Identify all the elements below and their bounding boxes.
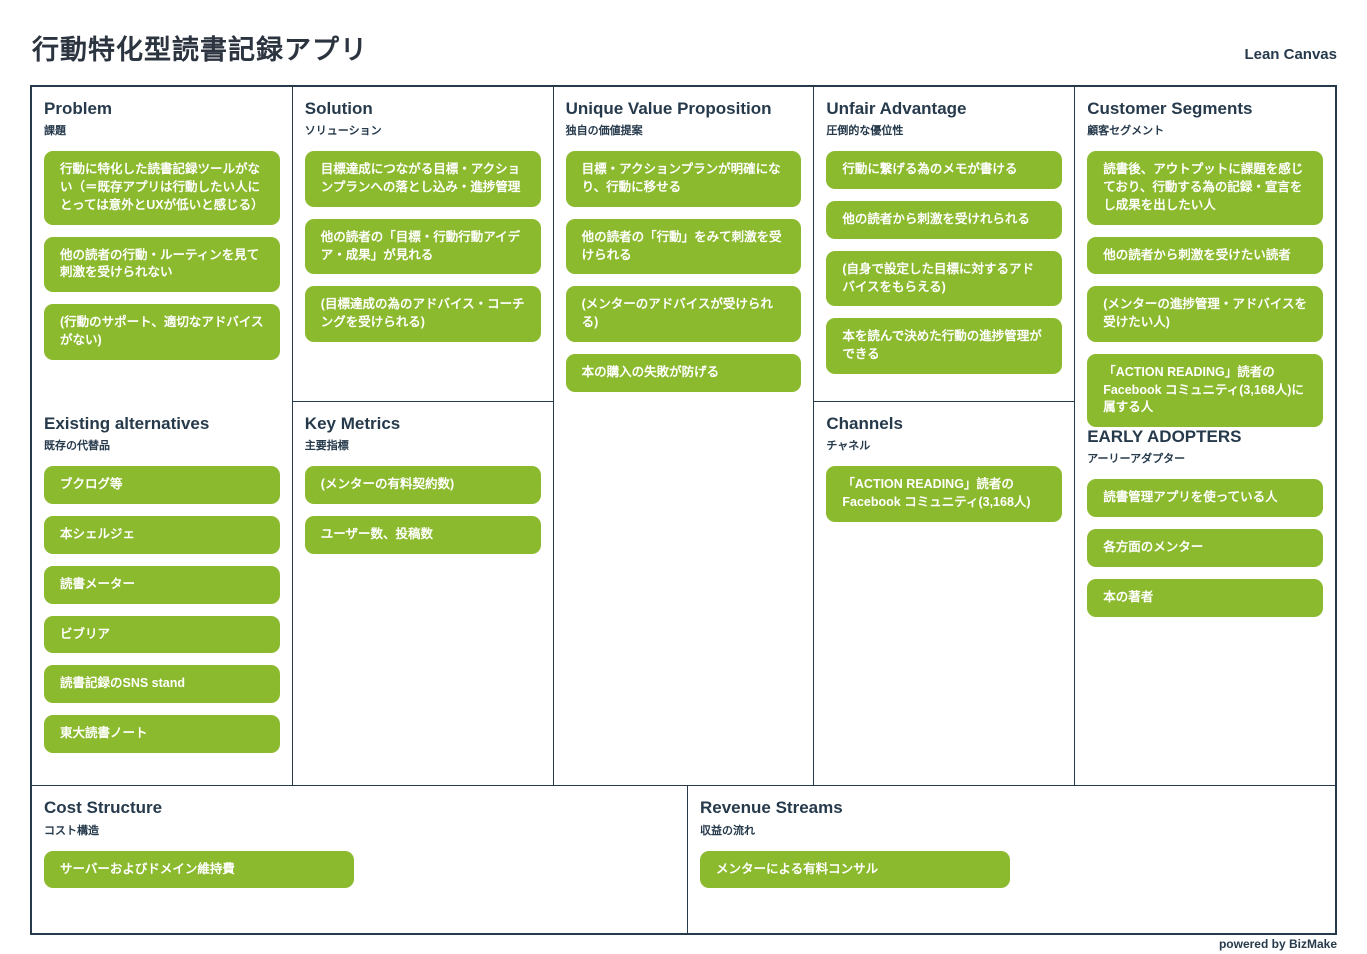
sticky-card[interactable]: 他の読者の「行動」をみて刺激を受けられる	[565, 218, 802, 275]
section-title-existing-alternatives: Existing alternatives	[44, 414, 210, 433]
sticky-card[interactable]: (目標達成の為のアドバイス・コーチングを受けられる)	[304, 286, 541, 342]
cell-cost-structure: Cost Structure コスト構造 サーバーおよびドメイン維持費	[32, 786, 687, 933]
page-title: 行動特化型読書記録アプリ	[32, 35, 368, 65]
sticky-card[interactable]: 「ACTION READING」読者の Facebook コミュニティ(3,16…	[1087, 353, 1323, 428]
sticky-card[interactable]: 行動に繋げる為のメモが書ける	[826, 151, 1063, 190]
section-title-solution: Solution	[304, 99, 373, 118]
sticky-card[interactable]: ユーザー数、投稿数	[304, 516, 541, 554]
sticky-card[interactable]: 本の著者	[1087, 578, 1323, 617]
section-title-cost-structure: Cost Structure	[44, 798, 163, 818]
section-subtitle-solution: ソリューション	[304, 125, 382, 138]
section-subtitle-early-adopters: アーリーアダプター	[1087, 453, 1186, 466]
column-uvp: Unique Value Proposition 独自の価値提案 目標・アクショ…	[552, 87, 814, 786]
column-solution-keymetrics: Solution ソリューション 目標達成につながる目標・アクションプランへの落…	[291, 87, 553, 786]
section-title-channels: Channels	[826, 414, 903, 433]
cell-unique-value-proposition: Unique Value Proposition 独自の価値提案 目標・アクショ…	[554, 87, 814, 412]
cell-problem: Problem 課題 行動に特化した読書記録ツールがない（＝既存アプリは行動した…	[32, 87, 292, 380]
sticky-card[interactable]: メンターによる有料コンサル	[700, 850, 1010, 889]
sticky-card[interactable]: 読書メーター	[44, 565, 280, 604]
sticky-card[interactable]: (メンターの進捗管理・アドバイスを受けたい人)	[1087, 286, 1323, 342]
sticky-card[interactable]: 他の読者から刺激を受けれられる	[826, 201, 1063, 239]
column-customer-segments: Customer Segments 顧客セグメント 読書後、アウトプットに課題を…	[1074, 87, 1335, 786]
sticky-card[interactable]: ブクログ等	[44, 466, 280, 505]
section-subtitle-revenue-streams: 収益の流れ	[700, 824, 755, 837]
sticky-card[interactable]: 各方面のメンター	[1087, 529, 1323, 567]
sticky-card[interactable]: (自身で設定した目標に対するアドバイスをもらえる)	[826, 250, 1063, 307]
sticky-card[interactable]: 他の読者の「目標・行動行動アイデア・成果」が見れる	[304, 218, 541, 275]
lean-canvas-grid: Problem 課題 行動に特化した読書記録ツールがない（＝既存アプリは行動した…	[30, 85, 1337, 935]
sticky-card[interactable]: サーバーおよびドメイン維持費	[44, 850, 354, 889]
section-subtitle-key-metrics: 主要指標	[304, 440, 349, 453]
sticky-card[interactable]: 本を読んで決めた行動の進捗管理ができる	[826, 318, 1063, 374]
sticky-card[interactable]: 「ACTION READING」読者の Facebook コミュニティ(3,16…	[826, 466, 1063, 522]
section-title-problem: Problem	[44, 99, 113, 118]
section-title-revenue-streams: Revenue Streams	[700, 798, 843, 818]
column-unfairadvantage-channels: Unfair Advantage 圧倒的な優位性 行動に繋げる為のメモが書ける …	[813, 87, 1075, 786]
sticky-card[interactable]: 目標・アクションプランが明確になり、行動に移せる	[565, 151, 802, 207]
sticky-card[interactable]: 読書後、アウトプットに課題を感じており、行動する為の記録・宣言をし成果を出したい…	[1087, 151, 1323, 225]
section-subtitle-cost-structure: コスト構造	[44, 824, 99, 837]
sticky-card[interactable]: 他の読者から刺激を受けたい読者	[1087, 236, 1323, 275]
sticky-card[interactable]: 読書記録のSNS stand	[44, 665, 280, 704]
section-title-key-metrics: Key Metrics	[304, 414, 401, 433]
cell-channels: Channels チャネル 「ACTION READING」読者の Facebo…	[814, 402, 1074, 785]
cell-key-metrics: Key Metrics 主要指標 (メンターの有料契約数) ユーザー数、投稿数	[293, 402, 553, 785]
sticky-card[interactable]: 本の購入の失敗が防げる	[565, 353, 802, 392]
canvas-top-row: Problem 課題 行動に特化した読書記録ツールがない（＝既存アプリは行動した…	[32, 87, 1335, 786]
section-title-unfair-advantage: Unfair Advantage	[826, 99, 967, 118]
sticky-card[interactable]: (メンターのアドバイスが受けられる)	[565, 286, 802, 342]
cell-customer-segments: Customer Segments 顧客セグメント 読書後、アウトプットに課題を…	[1075, 87, 1335, 447]
powered-by-label: powered by BizMake	[1218, 937, 1337, 951]
section-subtitle-uvp: 独自の価値提案	[565, 125, 643, 138]
section-subtitle-customer-segments: 顧客セグメント	[1087, 125, 1165, 138]
section-title-customer-segments: Customer Segments	[1087, 99, 1253, 118]
column-problem: Problem 課題 行動に特化した読書記録ツールがない（＝既存アプリは行動した…	[32, 87, 292, 785]
canvas-type-label: Lean Canvas	[1244, 46, 1337, 63]
section-subtitle-channels: チャネル	[826, 440, 871, 453]
cell-revenue-streams: Revenue Streams 収益の流れ メンターによる有料コンサル	[687, 786, 1335, 933]
sticky-card[interactable]: 目標達成につながる目標・アクションプランへの落とし込み・進捗管理	[304, 151, 541, 207]
cell-solution: Solution ソリューション 目標達成につながる目標・アクションプランへの落…	[292, 87, 553, 402]
section-subtitle-problem: 課題	[44, 125, 66, 138]
sticky-card[interactable]: 東大読書ノート	[44, 715, 280, 753]
sticky-card[interactable]: 他の読者の行動・ルーティンを見て刺激を受けられない	[44, 236, 280, 293]
sticky-card[interactable]: 行動に特化した読書記録ツールがない（＝既存アプリは行動したい人にとっては意外とU…	[44, 151, 280, 225]
canvas-bottom-row: Cost Structure コスト構造 サーバーおよびドメイン維持費 Reve…	[32, 785, 1335, 933]
section-subtitle-existing-alternatives: 既存の代替品	[44, 440, 110, 453]
sticky-card[interactable]: ビブリア	[44, 615, 280, 654]
section-subtitle-unfair-advantage: 圧倒的な優位性	[826, 125, 904, 138]
sticky-card[interactable]: (メンターの有料契約数)	[304, 466, 541, 505]
section-title-uvp: Unique Value Proposition	[565, 99, 772, 118]
cell-early-adopters: EARLY ADOPTERS アーリーアダプター 読書管理アプリを使っている人 …	[1075, 415, 1335, 637]
cell-unfair-advantage: Unfair Advantage 圧倒的な優位性 行動に繋げる為のメモが書ける …	[814, 87, 1075, 402]
sticky-card[interactable]: (行動のサポート、適切なアドバイスがない)	[44, 304, 280, 360]
sticky-card[interactable]: 読書管理アプリを使っている人	[1087, 479, 1323, 518]
sticky-card[interactable]: 本シェルジェ	[44, 516, 280, 554]
cell-existing-alternatives: Existing alternatives 既存の代替品 ブクログ等 本シェルジ…	[32, 402, 292, 773]
section-title-early-adopters: EARLY ADOPTERS	[1087, 427, 1242, 446]
